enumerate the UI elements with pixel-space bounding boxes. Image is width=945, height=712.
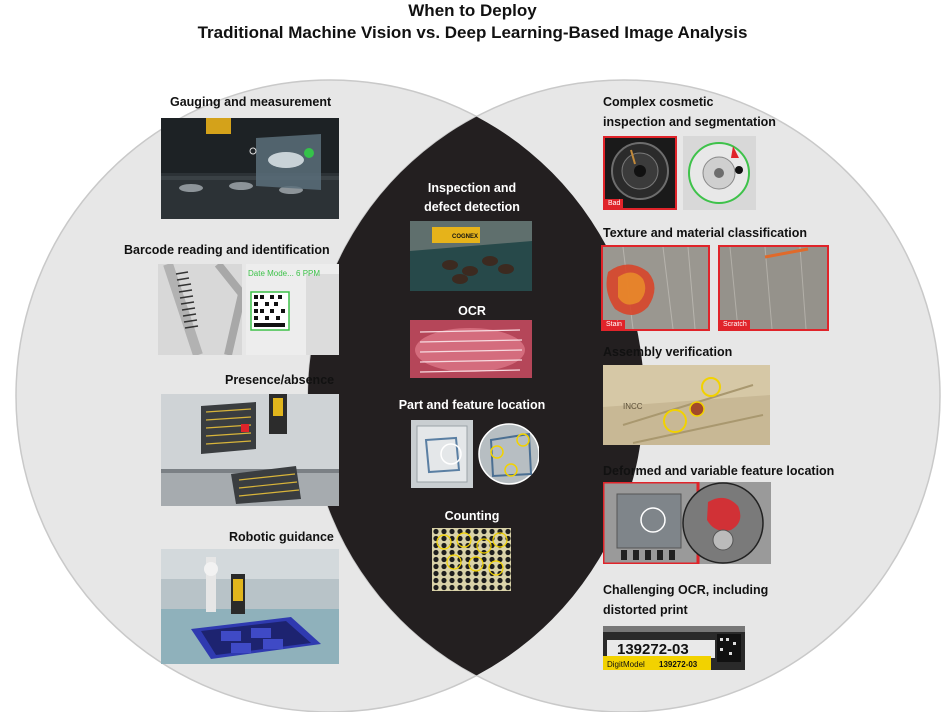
ocr-caption-text: DigitModel	[607, 660, 645, 669]
label-counting: Counting	[444, 509, 500, 523]
label-texture: Texture and material classification	[603, 226, 808, 240]
part-location-image	[411, 420, 539, 488]
robotic-image	[161, 549, 339, 664]
texture-image-stain: Stain	[601, 245, 710, 331]
counting-image	[432, 528, 511, 591]
assembly-image: INCC	[603, 365, 770, 445]
label-cosmetic-2: inspection and segmentation	[603, 115, 776, 129]
scratch-tag: Scratch	[720, 320, 750, 329]
challenging-ocr-image: 139272-03 DigitModel 139272-03	[603, 626, 745, 670]
bad-tag: Bad	[605, 199, 624, 208]
label-cosmetic-1: Complex cosmetic	[603, 95, 714, 109]
label-assembly: Assembly verification	[603, 345, 733, 359]
barcode-image-2: Date Mode... 6 PPM	[246, 264, 339, 355]
cognex-brand-text: COGNEX	[452, 234, 478, 240]
barcode-image-1	[158, 264, 242, 355]
inspection-image: COGNEX	[410, 221, 532, 291]
stain-tag: Stain	[603, 320, 625, 329]
label-presence: Presence/absence	[225, 373, 335, 387]
texture-image-scratch: Scratch	[718, 245, 829, 331]
pcb-marking-text: INCC	[623, 402, 643, 411]
presence-image	[161, 394, 339, 506]
title-line-2: Traditional Machine Vision vs. Deep Lear…	[197, 23, 748, 42]
cosmetic-image-2	[683, 136, 756, 210]
cosmetic-image-1: Bad	[603, 136, 677, 210]
gauging-image	[161, 118, 339, 219]
ocr-image	[410, 320, 532, 378]
ocr-value-text: 139272-03	[659, 660, 698, 669]
deformed-image	[603, 482, 771, 564]
label-deformed: Deformed and variable feature location	[603, 464, 835, 478]
label-robotic: Robotic guidance	[229, 530, 334, 544]
label-ocr: OCR	[458, 304, 486, 318]
label-barcode: Barcode reading and identification	[124, 243, 330, 257]
label-gauging: Gauging and measurement	[170, 95, 332, 109]
label-inspection-2: defect detection	[424, 200, 520, 214]
label-inspection-1: Inspection and	[427, 181, 517, 195]
ocr-print-text: 139272-03	[617, 641, 689, 658]
barcode-overlay-text: Date Mode... 6 PPM	[248, 269, 320, 278]
label-part-location: Part and feature location	[398, 398, 546, 412]
title-line-1: When to Deploy	[408, 1, 537, 20]
label-challenging-ocr-1: Challenging OCR, including	[603, 583, 769, 597]
label-challenging-ocr-2: distorted print	[603, 603, 688, 617]
